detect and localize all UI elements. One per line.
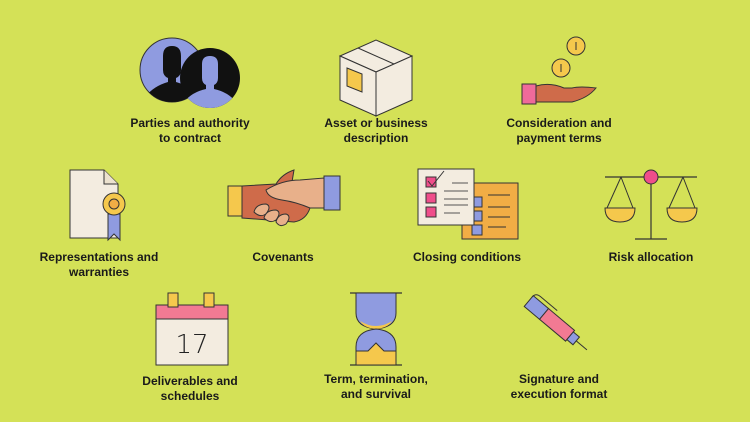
label-closing: Closing conditions xyxy=(413,250,521,264)
label-covenants: Covenants xyxy=(252,250,314,264)
label-risk: Risk allocation xyxy=(608,250,694,264)
handshake-icon xyxy=(227,169,341,227)
label-term: Term, termination, and survival xyxy=(324,372,428,401)
label-asset: Asset or business description xyxy=(324,116,428,145)
people-icon xyxy=(139,37,240,108)
label-deliverables: Deliverables and schedules xyxy=(142,374,238,403)
label-representations: Representations and warranties xyxy=(39,250,159,279)
pen-icon xyxy=(523,294,588,351)
calendar-icon: 17 xyxy=(155,292,229,366)
label-signature: Signature and execution format xyxy=(510,372,608,401)
scales-icon xyxy=(604,169,698,240)
box-icon xyxy=(338,39,414,117)
hand-coins-icon xyxy=(521,36,597,105)
label-consideration: Consideration and payment terms xyxy=(506,116,612,145)
label-parties: Parties and authority to contract xyxy=(130,116,250,145)
checklist-icon xyxy=(417,168,519,240)
calendar-day: 17 xyxy=(175,330,208,360)
certificate-icon xyxy=(69,169,126,242)
hourglass-icon xyxy=(350,292,402,366)
